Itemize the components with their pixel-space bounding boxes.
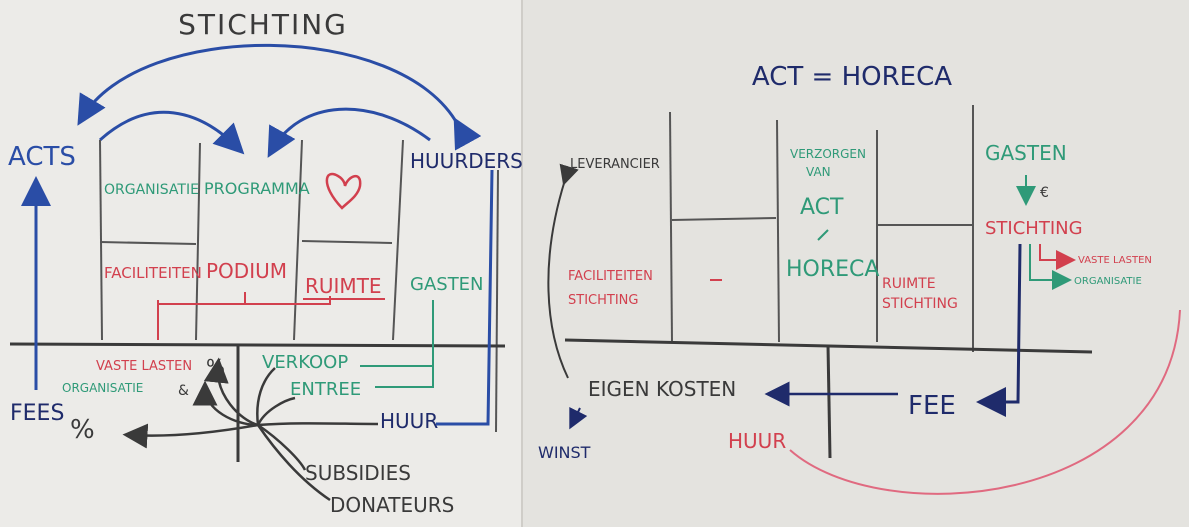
right-diagram: ACT = HORECA LEVERANCIER VERZORGEN VAN A… [538,62,1181,495]
ruimte-label: RUIMTE [305,274,382,298]
horeca-label: HORECA [786,257,879,282]
acts-label: ACTS [8,142,76,172]
faciliteiten-label-right: FACILITEITEN [568,269,653,284]
fees-pct: % [70,415,95,445]
organisatie-small-label: ORGANISATIE [62,381,143,395]
huurders-label: HUURDERS [410,149,523,173]
verkoop-label: VERKOOP [262,352,348,373]
row-line [301,240,393,244]
ruimte-stichting-label: STICHTING [882,296,958,312]
euro-sign: € [1040,185,1049,201]
faciliteiten-label: FACILITEITEN [104,264,202,282]
vaste-lasten-label-right: VASTE LASTEN [1078,255,1152,266]
organisatie-label-right: ORGANISATIE [1074,276,1142,287]
fees-label: FEES [10,401,64,426]
gasten-label: GASTEN [410,274,484,295]
stichting-arc-arrow [77,43,482,151]
gasten-connector [360,300,434,388]
costs-bracket [157,292,331,340]
col-line [669,111,673,343]
eigen-kosten-to-winst-arrow [569,407,588,430]
row-line [99,241,197,245]
left-board [0,0,522,527]
leverancier-to-eigen-kosten-arrow [547,163,579,379]
amp-sign: & [178,383,189,399]
heart-icon [325,172,362,210]
act-label: ACT [800,195,844,220]
huurders-to-programma-arrow [267,107,431,158]
organisatie-label: ORGANISATIE [104,182,199,198]
van-label: VAN [806,165,831,179]
winst-label: WINST [538,443,591,462]
acts-to-programma-arrow [98,110,245,155]
huur-label-left: HUUR [380,409,438,433]
left-title: STICHTING [178,8,348,41]
act-horeca-slash [817,229,829,241]
col-line [392,139,404,341]
right-title: ACT = HORECA [752,62,952,92]
organisatie-arrow [1029,244,1072,290]
podium-label: PODIUM [206,259,287,283]
col-line [293,139,303,341]
vaste-lasten-pct: % [206,355,225,379]
col-line [99,139,103,341]
col-line [776,119,780,343]
verzorgen-label: VERZORGEN [790,147,866,161]
fee-label: FEE [908,391,956,421]
ruimte-label-right: RUIMTE [882,276,936,292]
subsidies-label: SUBSIDIES [305,461,411,485]
col-line [195,142,201,341]
programma-label: PROGRAMMA [204,179,310,198]
gasten-label-right: GASTEN [985,141,1067,165]
row-line [671,217,777,221]
huur-label-right: HUUR [728,429,786,453]
huur-to-huurders-line [436,169,494,426]
leverancier-label: LEVERANCIER [570,157,660,172]
right-board [522,0,1189,527]
eigen-kosten-label: EIGEN KOSTEN [588,377,736,401]
baseline [9,342,506,348]
vaste-lasten-label: VASTE LASTEN [96,359,192,374]
faciliteiten-stichting-label: STICHTING [568,293,638,308]
stichting-label-right: STICHTING [985,218,1083,239]
huur-curve [789,309,1181,495]
stichting-to-fee-line [976,243,1022,417]
col-line [495,169,499,433]
donateurs-label: DONATEURS [330,493,454,517]
money-flow-branches [122,357,379,502]
entree-label: ENTREE [290,379,361,400]
vaste-lasten-arrow [1039,244,1076,270]
center-divider [826,344,832,459]
left-diagram: STICHTING ACTS HUURDERS ORGANISATIE PROG… [8,8,523,517]
